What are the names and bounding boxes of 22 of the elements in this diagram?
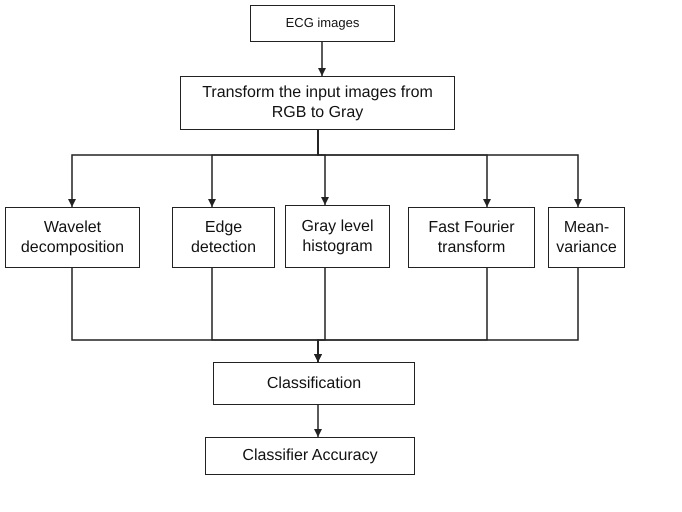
box-label: Mean-variance <box>555 218 618 258</box>
process-box <box>285 205 390 268</box>
box-label: ECG images <box>284 15 360 32</box>
box-label: Transform the input images from RGB to Gray <box>201 83 434 123</box>
process-box <box>172 207 275 268</box>
box-label: Gray level histogram <box>300 216 375 256</box>
process-box <box>548 207 625 268</box>
arrow <box>317 130 582 207</box>
arrow <box>314 268 579 362</box>
box-label: Classifier Accuracy <box>241 446 379 466</box>
arrow <box>314 405 322 437</box>
process-box <box>213 362 415 405</box>
process-box <box>250 5 395 42</box>
arrow <box>318 42 326 76</box>
process-box <box>180 76 455 130</box>
box-label: Wavelet decomposition <box>20 218 126 258</box>
process-box <box>5 207 140 268</box>
process-box <box>408 207 535 268</box>
box-label: Edge detection <box>190 218 257 258</box>
process-box <box>205 437 415 475</box>
box-label: Classification <box>266 374 362 394</box>
box-label: Fast Fourier transform <box>427 218 516 258</box>
